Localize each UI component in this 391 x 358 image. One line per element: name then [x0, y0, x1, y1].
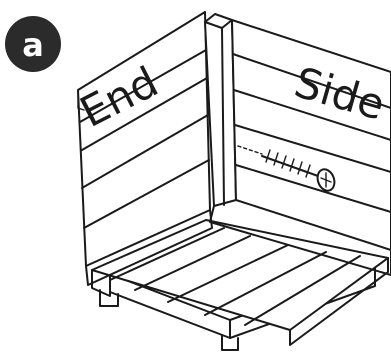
step-letter: a [22, 26, 44, 64]
step-badge: a [5, 16, 61, 72]
